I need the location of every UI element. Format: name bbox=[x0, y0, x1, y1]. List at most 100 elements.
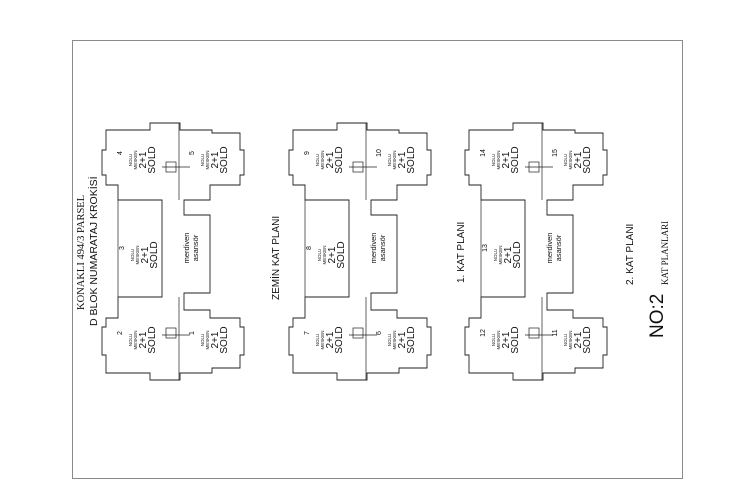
title-block: KONAKLI 494/3 PARSEL D BLOK NUMARATAJ KR… bbox=[76, 176, 100, 326]
unit-type-label: MESKEN bbox=[133, 330, 138, 349]
unit-size-label: 2+1 bbox=[210, 151, 221, 168]
unit-number: 13 bbox=[482, 244, 489, 252]
unit-type-label: MESKEN bbox=[205, 330, 210, 349]
floor-title-second: 2. KAT PLANI bbox=[625, 224, 636, 285]
unit-type-label: MESKEN bbox=[320, 150, 325, 169]
sheet-number: NO:2 bbox=[647, 294, 668, 338]
stair-label: merdiven bbox=[182, 233, 191, 264]
unit-size-label: 2+1 bbox=[397, 151, 408, 168]
unit-status-label: SOLD bbox=[149, 241, 160, 268]
shaft-bottom bbox=[352, 327, 364, 339]
unit-type-label: MESKEN bbox=[133, 150, 138, 169]
unit-type-label: MESKEN bbox=[392, 330, 397, 349]
unit-status-label: SOLD bbox=[219, 146, 230, 173]
corridor-walls bbox=[304, 123, 377, 380]
shaft-bottom bbox=[165, 327, 177, 339]
unit-type-label: MESKEN bbox=[498, 245, 503, 264]
unit-status-label: SOLD bbox=[406, 326, 417, 353]
unit-type-label: MESKEN bbox=[392, 150, 397, 169]
stair-label: merdiven bbox=[369, 233, 378, 264]
unit-number: 2 bbox=[117, 331, 124, 335]
unit-size-label: 2+1 bbox=[325, 151, 336, 168]
unit-size-label: 2+1 bbox=[573, 331, 584, 348]
unit-nolu-label: NOLU bbox=[130, 249, 135, 262]
unit-status-label: SOLD bbox=[582, 326, 593, 353]
unit-size-label: 2+1 bbox=[140, 246, 151, 263]
unit-nolu-label: NOLU bbox=[387, 154, 392, 167]
unit-size-label: 2+1 bbox=[501, 331, 512, 348]
shaft-top bbox=[528, 161, 540, 173]
unit-nolu-label: NOLU bbox=[387, 334, 392, 347]
unit-nolu-label: NOLU bbox=[563, 334, 568, 347]
unit-size-label: 2+1 bbox=[573, 151, 584, 168]
shaft-top bbox=[165, 161, 177, 173]
unit-nolu-label: NOLU bbox=[315, 334, 320, 347]
project-title: KONAKLI 494/3 PARSEL bbox=[76, 195, 87, 310]
unit-status-label: SOLD bbox=[510, 326, 521, 353]
unit-size-label: 2+1 bbox=[501, 151, 512, 168]
unit-number: 14 bbox=[480, 149, 487, 157]
unit-nolu-label: NOLU bbox=[200, 334, 205, 347]
unit-status-label: SOLD bbox=[406, 146, 417, 173]
unit-nolu-label: NOLU bbox=[200, 154, 205, 167]
unit-size-label: 2+1 bbox=[210, 331, 221, 348]
unit-nolu-label: NOLU bbox=[317, 249, 322, 262]
unit-status-label: SOLD bbox=[147, 326, 158, 353]
unit-number: 9 bbox=[304, 151, 311, 155]
shaft-bottom bbox=[528, 327, 540, 339]
unit-status-label: SOLD bbox=[334, 326, 345, 353]
unit-nolu-label: NOLU bbox=[128, 334, 133, 347]
unit-number: 8 bbox=[306, 246, 313, 250]
floor-title-ground: ZEMİN KAT PLANI bbox=[269, 216, 282, 300]
unit-number: 3 bbox=[119, 246, 126, 250]
unit-size-label: 2+1 bbox=[327, 246, 338, 263]
unit-size-label: 2+1 bbox=[397, 331, 408, 348]
unit-type-label: MESKEN bbox=[496, 330, 501, 349]
unit-status-label: SOLD bbox=[582, 146, 593, 173]
unit-size-label: 2+1 bbox=[138, 151, 149, 168]
unit-number: 15 bbox=[552, 149, 559, 157]
sheet-subtitle: KAT PLANLARI bbox=[660, 221, 670, 285]
building-outline bbox=[464, 122, 608, 381]
unit-number: 4 bbox=[117, 151, 124, 155]
unit-type-label: MESKEN bbox=[322, 245, 327, 264]
unit-type-label: MESKEN bbox=[320, 330, 325, 349]
unit-number: 11 bbox=[552, 329, 559, 336]
unit-type-label: MESKEN bbox=[568, 150, 573, 169]
unit-number: 5 bbox=[189, 151, 196, 155]
unit-status-label: SOLD bbox=[512, 241, 523, 268]
building-outline bbox=[288, 122, 432, 381]
floor-title-first: 1. KAT PLANI bbox=[456, 222, 467, 283]
unit-status-label: SOLD bbox=[147, 146, 158, 173]
shaft-top bbox=[352, 161, 364, 173]
unit-type-label: MESKEN bbox=[135, 245, 140, 264]
corridor-walls bbox=[480, 123, 553, 380]
unit-size-label: 2+1 bbox=[503, 246, 514, 263]
unit-number: 1 bbox=[189, 331, 196, 335]
unit-nolu-label: NOLU bbox=[563, 154, 568, 167]
unit-nolu-label: NOLU bbox=[315, 154, 320, 167]
block-title: D BLOK NUMARATAJ KROKİSİ bbox=[87, 176, 100, 326]
building-outline bbox=[101, 122, 245, 381]
unit-status-label: SOLD bbox=[334, 146, 345, 173]
